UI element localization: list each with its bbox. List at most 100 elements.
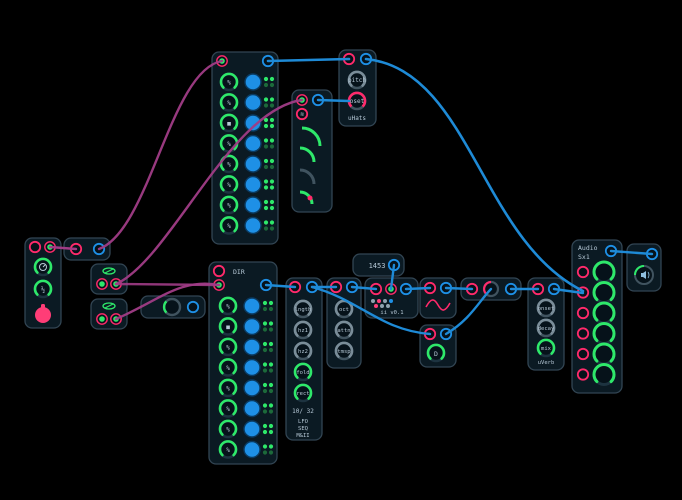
sine-wave-icon xyxy=(425,299,451,311)
dir-step-button-4[interactable] xyxy=(243,358,261,377)
cable-magenta-1[interactable] xyxy=(97,59,224,251)
switch-a-controls xyxy=(96,267,122,290)
tempo-value: 1453 xyxy=(369,262,386,270)
tempo-display-module[interactable] xyxy=(352,253,405,277)
voice-led-grid xyxy=(371,299,393,308)
dir-step-label-3: % xyxy=(226,345,230,352)
reverb-onset-label: onset xyxy=(538,306,555,312)
dir-title: DIR xyxy=(233,268,245,276)
attenuator-attn-label: attn xyxy=(337,328,350,334)
cable-magenta-3[interactable] xyxy=(114,98,304,286)
cable-magenta-2[interactable] xyxy=(48,245,78,251)
seq-top-step-label-2: % xyxy=(227,100,231,107)
audio-out-level-knob-1[interactable] xyxy=(592,260,616,284)
seq-top-step-button-6[interactable] xyxy=(244,175,262,194)
dir-step-label-6: % xyxy=(226,406,230,413)
audio-out-level-knob-6[interactable] xyxy=(592,363,616,386)
audio-out-level-knob-5[interactable] xyxy=(592,342,616,366)
dir-step-label-4: % xyxy=(226,365,230,372)
cable-blue-1[interactable] xyxy=(266,57,351,63)
cable-blue-13[interactable] xyxy=(444,287,493,336)
seq-top-step-label-4: % xyxy=(227,141,231,148)
cable-magenta-5[interactable] xyxy=(114,282,221,287)
attenuator-controls: oct attn tmsp xyxy=(329,280,359,361)
delay-label: D xyxy=(434,350,438,358)
lfo-footer-3: M&II xyxy=(296,433,309,439)
reverb-decay-label: decay xyxy=(538,326,555,332)
seq-top-step-button-4[interactable] xyxy=(244,134,262,153)
controller-jack-in[interactable] xyxy=(28,240,42,254)
cable-blue-14[interactable] xyxy=(609,249,654,256)
audio-out-jack-5[interactable] xyxy=(576,347,590,361)
dir-step-button-7[interactable] xyxy=(243,420,261,438)
audio-out-jack-6[interactable] xyxy=(576,368,590,381)
lfo-footer-1: LFO xyxy=(298,419,308,425)
seq-top-step-label-5: % xyxy=(227,162,231,169)
switch-b-jack-1[interactable] xyxy=(96,313,108,325)
clock-icon xyxy=(39,263,47,271)
audio-out-level-knob-4[interactable] xyxy=(592,322,616,345)
envelope-indicator: ≋ xyxy=(300,111,304,118)
transpose-offset-label: oset xyxy=(350,98,365,105)
dir-step-label-2: ■ xyxy=(226,324,230,331)
dir-jack-in[interactable] xyxy=(212,264,226,278)
switch-a-toggle-icon[interactable] xyxy=(102,267,116,275)
lfo-controls: lngth hz1 hz2 fold rect 10/ 32 LFO SEQ M… xyxy=(288,280,319,439)
cable-blue-8[interactable] xyxy=(404,286,432,291)
cable-blue-11[interactable] xyxy=(552,287,585,295)
switch-a-jack-1[interactable] xyxy=(96,278,108,290)
seq-top-step-button-5[interactable] xyxy=(244,155,262,173)
lfo-hz1-label: hz1 xyxy=(298,328,308,334)
envelope-module[interactable] xyxy=(291,89,333,213)
controller-controls: ½ xyxy=(28,240,56,323)
audio-out-controls: Audio Sx1 xyxy=(576,244,618,386)
dir-step-button-1[interactable] xyxy=(243,297,261,315)
lfo-fold-label: fold xyxy=(296,370,309,376)
transpose-pitch-label: pitch xyxy=(348,77,366,84)
cable-blue-6[interactable] xyxy=(350,285,378,291)
lfo-length-label: lngth xyxy=(295,307,312,313)
dir-sequencer-module[interactable] xyxy=(208,261,278,465)
dir-step-label-1: % xyxy=(226,304,230,311)
lfo-rect-label: rect xyxy=(296,391,309,397)
cable-blue-9[interactable] xyxy=(444,286,474,291)
switch-b-toggle-icon[interactable] xyxy=(102,302,116,310)
controller-pink-button[interactable] xyxy=(35,304,51,323)
transpose-controls: pitch oset uHats xyxy=(342,52,373,122)
reverb-mix-label: mix xyxy=(541,346,552,352)
cable-blue-2[interactable] xyxy=(364,57,585,293)
dir-step-label-8: % xyxy=(226,447,230,454)
cable-blue-7[interactable] xyxy=(389,263,396,291)
seq-top-step-button-1[interactable] xyxy=(244,73,262,91)
audio-out-jack-3[interactable] xyxy=(576,306,590,320)
cable-blue-4[interactable] xyxy=(264,283,297,289)
seq-top-step-button-8[interactable] xyxy=(244,216,262,235)
attenuator-small-jack[interactable] xyxy=(186,300,200,314)
lfo-counter: 10/ 32 xyxy=(292,408,314,415)
patch-cables xyxy=(48,57,654,336)
cable-blue-3[interactable] xyxy=(316,98,351,103)
seq-top-step-button-2[interactable] xyxy=(244,93,262,112)
envelope-arc[interactable] xyxy=(299,126,322,205)
synth-voice-controls: ii v0.1 xyxy=(369,282,413,316)
audio-out-level-knob-3[interactable] xyxy=(592,301,616,325)
transpose-mode-label: uHats xyxy=(348,115,366,122)
envelope-controls: ≋ xyxy=(295,93,325,205)
audio-out-jack-4[interactable] xyxy=(576,327,590,340)
seq-top-step-button-7[interactable] xyxy=(244,196,262,214)
dir-step-button-5[interactable] xyxy=(243,379,261,397)
dir-step-button-8[interactable] xyxy=(243,440,261,459)
attenuator-small-knob[interactable] xyxy=(162,297,182,317)
switch-b-controls xyxy=(96,302,122,325)
cable-blue-12[interactable] xyxy=(310,285,432,336)
reverb-title: uVerb xyxy=(538,360,555,366)
dir-step-button-6[interactable] xyxy=(243,399,261,418)
audio-out-jack-1[interactable] xyxy=(576,265,590,279)
dir-step-button-3[interactable] xyxy=(243,338,261,356)
audio-out-level-knob-2[interactable] xyxy=(592,281,616,304)
dir-step-button-2[interactable] xyxy=(243,317,261,336)
speaker-icon[interactable] xyxy=(634,265,654,285)
seq-top-step-label-1: % xyxy=(227,80,231,87)
